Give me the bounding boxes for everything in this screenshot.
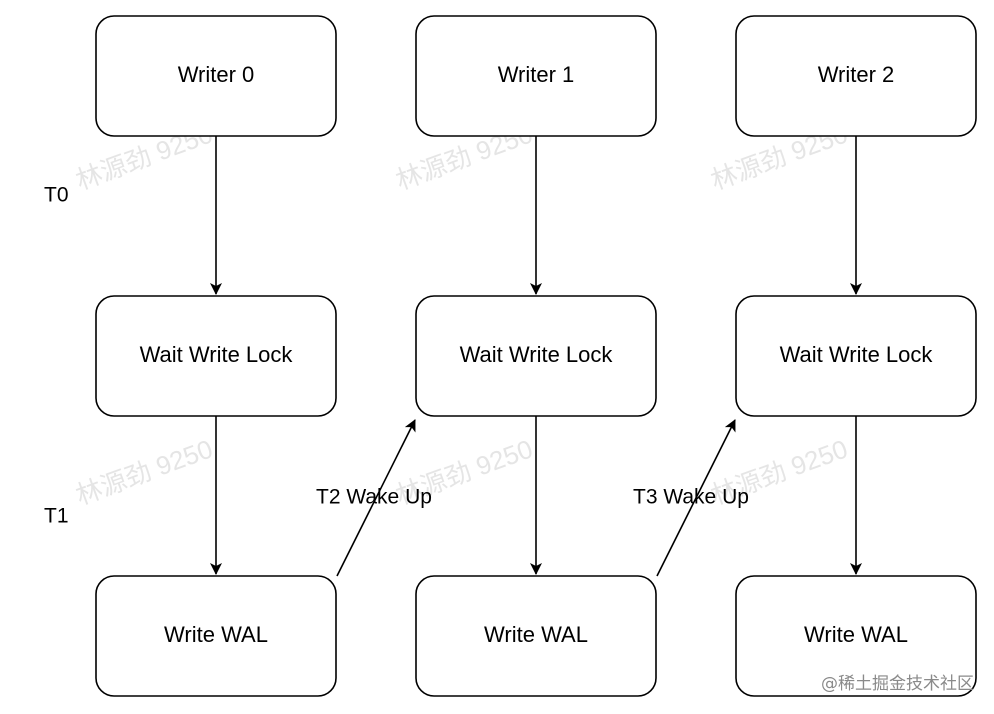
node-write-wal-1: Write WAL bbox=[415, 575, 657, 697]
edges bbox=[210, 136, 862, 577]
node-label: Wait Write Lock bbox=[780, 342, 934, 367]
node-label: Writer 2 bbox=[818, 62, 895, 87]
edge-wal1-wakes-wait2 bbox=[656, 419, 736, 577]
node-write-wal-2: Write WAL bbox=[735, 575, 977, 697]
watermark-text: 林源劲 9250 bbox=[72, 434, 217, 511]
node-wait-write-lock-2: Wait Write Lock bbox=[735, 295, 977, 417]
node-label: Write WAL bbox=[164, 622, 268, 647]
node-label: Write WAL bbox=[804, 622, 908, 647]
node-write-wal-0: Write WAL bbox=[95, 575, 337, 697]
node-label: Wait Write Lock bbox=[460, 342, 614, 367]
node-label: Writer 0 bbox=[178, 62, 255, 87]
node-label: Write WAL bbox=[484, 622, 588, 647]
edge-wal0-wakes-wait1 bbox=[336, 419, 416, 577]
node-writer-2: Writer 2 bbox=[735, 15, 977, 137]
node-label: Writer 1 bbox=[498, 62, 575, 87]
node-writer-1: Writer 1 bbox=[415, 15, 657, 137]
edge-label-t3-wake-up: T3 Wake Up bbox=[633, 486, 749, 509]
node-wait-write-lock-1: Wait Write Lock bbox=[415, 295, 657, 417]
edge-label-t2-wake-up: T2 Wake Up bbox=[316, 486, 432, 509]
node-wait-write-lock-0: Wait Write Lock bbox=[95, 295, 337, 417]
node-writer-0: Writer 0 bbox=[95, 15, 337, 137]
time-label-t0: T0 bbox=[44, 184, 69, 207]
footer-watermark: @稀土掘金技术社区 bbox=[821, 674, 974, 694]
node-label: Wait Write Lock bbox=[140, 342, 294, 367]
time-label-t1: T1 bbox=[44, 505, 69, 528]
